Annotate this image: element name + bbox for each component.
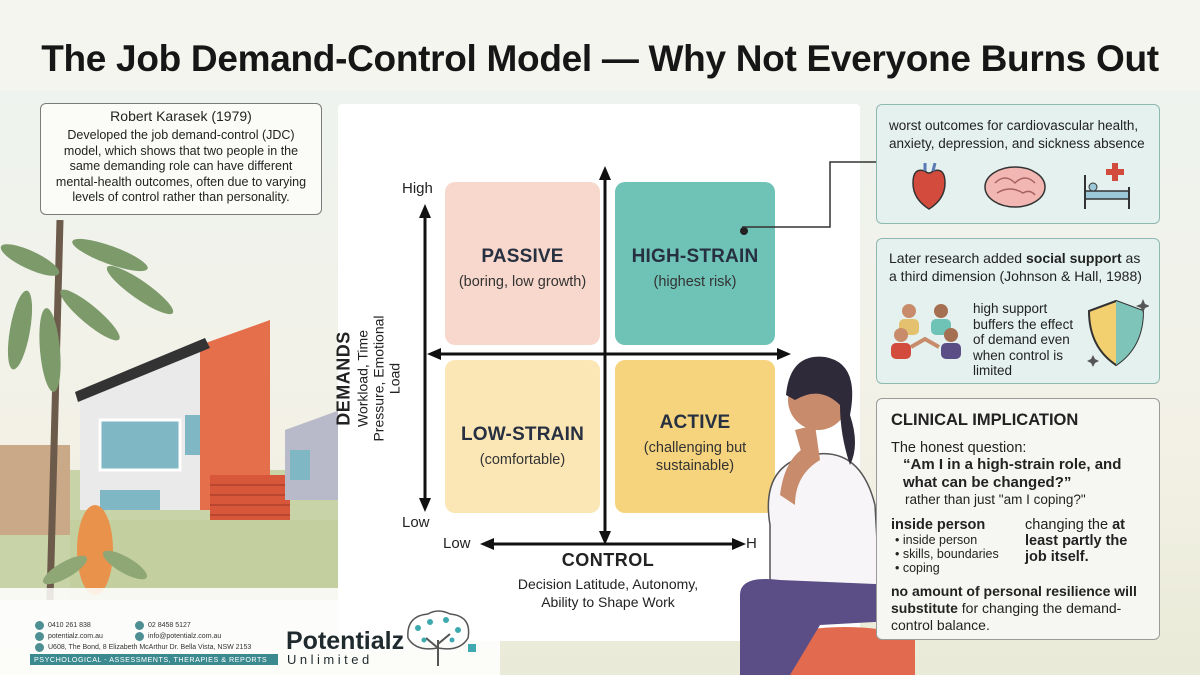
conclusion-rest: for changing the demand-control balance. (891, 600, 1122, 633)
quadrant-high-strain: HIGH-STRAIN (highest risk) (615, 182, 775, 345)
list-item: inside person (895, 533, 1025, 547)
quadrant-title: PASSIVE (481, 246, 564, 267)
vertical-divider-arrow-down (599, 531, 611, 545)
outcome-icons (912, 163, 1130, 210)
support-detail: high support buffers the effect of deman… (973, 301, 1074, 378)
heart-icon (912, 163, 946, 210)
changing-text: changing the (1025, 517, 1109, 533)
brand-subtitle: Unlimited (287, 652, 373, 667)
web-icon (35, 632, 44, 641)
social-support-box: Later research added social support as a… (876, 238, 1160, 384)
changing-bold-text: at least partly the job itself. (1025, 517, 1128, 565)
demands-axis-arrow-up (419, 204, 431, 218)
clinical-implication-box: CLINICAL IMPLICATION The honest question… (876, 398, 1160, 640)
footer-address: U608, The Bond, 8 Elizabeth McArthur Dr.… (35, 643, 251, 652)
page-title: The Job Demand-Control Model — Why Not E… (41, 38, 1159, 79)
outcomes-text: worst outcomes for cardiovascular health… (889, 118, 1145, 151)
horizontal-divider-arrow-right (777, 348, 791, 360)
quadrant-passive: PASSIVE (boring, low growth) (445, 182, 600, 345)
control-axis-arrow-left (480, 538, 494, 550)
footer-tagline: PSYCHOLOGICAL - ASSESSMENTS, THERAPIES &… (30, 654, 278, 665)
info-box: Robert Karasek (1979) Developed the job … (40, 103, 322, 215)
x-axis-low: Low (443, 535, 471, 552)
clinical-title: CLINICAL IMPLICATION (891, 411, 1079, 429)
quadrant-sub: (boring, low growth) (458, 274, 587, 290)
demands-axis-arrow-down (419, 498, 431, 512)
shield-icon (1087, 299, 1149, 367)
brain-icon (984, 166, 1046, 208)
phone-icon (35, 621, 44, 630)
house-illustration (0, 220, 340, 600)
clinical-conclusion: no amount of personal resilience will su… (891, 583, 1145, 634)
fax-icon (135, 621, 144, 630)
brain-tree-logo (407, 610, 476, 666)
control-axis-arrow-right (732, 538, 746, 550)
connector-dot (740, 227, 748, 235)
hospital-bed-icon (1084, 163, 1130, 209)
list-item: coping (895, 561, 1025, 575)
quadrant-title: HIGH-STRAIN (631, 246, 759, 267)
inside-title: inside person (891, 517, 986, 533)
footer: 0410 261 838 02 8458 5127 potentialz.com… (0, 588, 500, 675)
clinical-contrast: rather than just "am I coping?" (905, 492, 1086, 507)
quadrant-sub: (highest risk) (653, 274, 737, 290)
footer-phone1: 0410 261 838 (35, 621, 91, 630)
demands-subtitle: Workload, Time Pressure, Emotional Load (354, 315, 403, 442)
quadrant-active: ACTIVE (challenging but sustainable) (615, 360, 775, 513)
demands-axis-label: DEMANDS Workload, Time Pressure, Emotion… (334, 259, 403, 499)
quadrant-sub: (challenging but sustainable) (643, 440, 747, 474)
control-subtitle: Decision Latitude, Autonomy, Ability to … (517, 576, 699, 610)
location-icon (35, 643, 44, 652)
inside-person-column: inside person inside person skills, boun… (891, 517, 1025, 575)
email-icon (135, 632, 144, 641)
quadrant-title: LOW-STRAIN (461, 424, 584, 445)
thinking-woman-illustration (740, 356, 915, 675)
connector-line (742, 161, 876, 228)
clinical-question: “Am I in a high-strain role, and what ca… (903, 456, 1122, 491)
control-title: CONTROL (561, 550, 655, 570)
quadrant-sub: (comfortable) (479, 452, 566, 468)
support-text: Later research added social support as a… (889, 250, 1142, 284)
brand-name: Potentialz (286, 627, 405, 655)
vertical-divider-arrow-up (599, 166, 611, 180)
info-heading: Robert Karasek (1979) (110, 108, 252, 124)
clinical-columns: inside person inside person skills, boun… (891, 517, 1145, 575)
diagram-axes (419, 166, 791, 550)
clinical-lead: The honest question: (891, 440, 1027, 456)
x-axis-high: H (746, 535, 757, 552)
quadrant-low-strain: LOW-STRAIN (comfortable) (445, 360, 600, 513)
people-support-icon (891, 304, 961, 359)
footer-email[interactable]: info@potentialz.com.au (135, 632, 221, 641)
info-body: Developed the job demand-control (JDC) m… (55, 128, 307, 204)
conclusion-bold: no amount of personal resilience will su… (891, 583, 1137, 616)
footer-phone2: 02 8458 5127 (135, 621, 191, 630)
quadrant-title: ACTIVE (659, 412, 731, 433)
y-axis-high: High (402, 180, 433, 197)
y-axis-low: Low (402, 514, 430, 531)
changing-job-column: changing the at least partly the job its… (1025, 517, 1145, 575)
outcomes-box: worst outcomes for cardiovascular health… (876, 104, 1160, 224)
control-axis-label: CONTROL Decision Latitude, Autonomy, Abi… (498, 550, 718, 611)
footer-web[interactable]: potentialz.com.au (35, 632, 103, 641)
demands-title: DEMANDS (333, 331, 354, 426)
list-item: skills, boundaries (895, 547, 1025, 561)
horizontal-divider-arrow-left (427, 348, 441, 360)
